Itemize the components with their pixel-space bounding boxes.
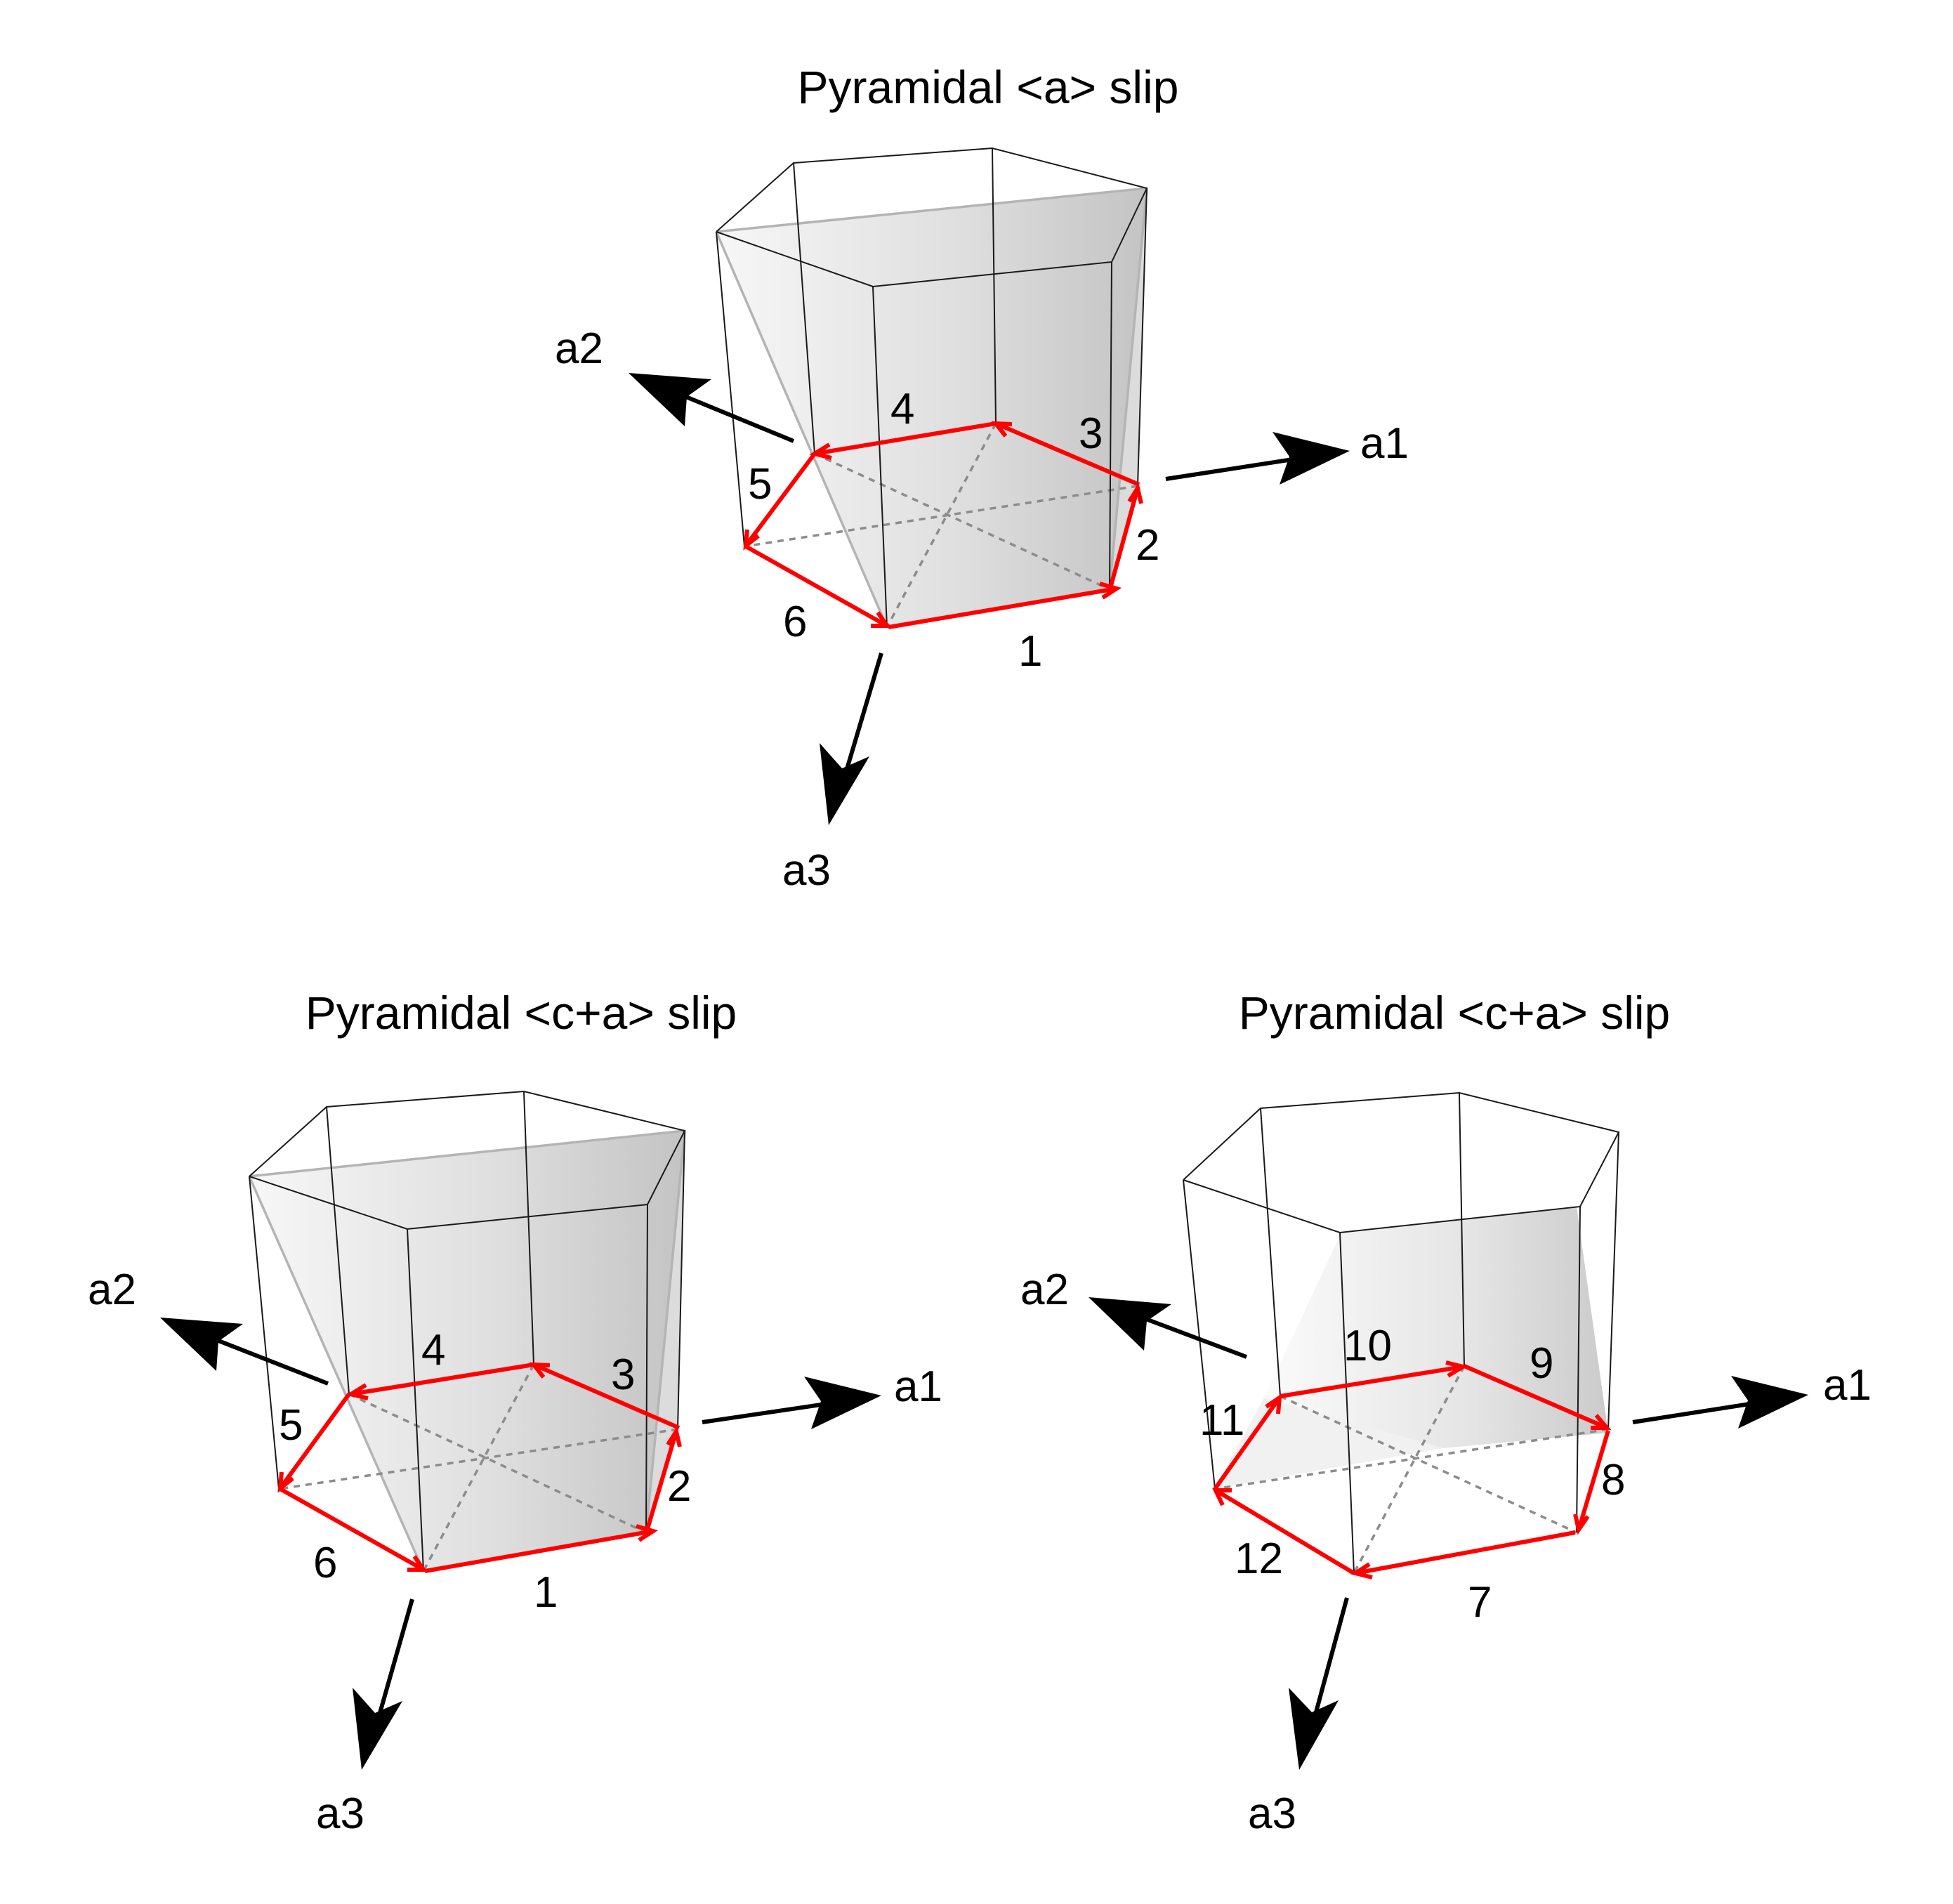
label-3: 3: [611, 1351, 635, 1399]
a1-label: a1: [894, 1363, 942, 1411]
slip-vectors: [1212, 1360, 1612, 1580]
a1-arrow: [1165, 432, 1350, 485]
vector-labels: 7 8 9 10 11 12: [1199, 1322, 1625, 1627]
a1-arrow: [702, 1377, 881, 1429]
slip-vector-12: [1212, 1488, 1355, 1575]
label-5: 5: [748, 460, 772, 508]
a2-label: a2: [1020, 1266, 1069, 1314]
slip-vector-5: [277, 1393, 351, 1493]
label-2: 2: [1136, 521, 1159, 570]
a2-arrow: [629, 373, 795, 443]
hexagonal-prism: [1183, 1091, 1620, 1574]
a3-arrow: [1289, 1597, 1349, 1770]
vector-labels: 1 2 3 4 5 6: [748, 385, 1159, 676]
label-11: 11: [1199, 1396, 1244, 1445]
label-7: 7: [1468, 1578, 1492, 1627]
slip-plane: [1264, 1207, 1608, 1448]
label-4: 4: [421, 1326, 445, 1374]
label-1: 1: [1018, 627, 1042, 676]
label-12: 12: [1235, 1535, 1283, 1583]
label-1: 1: [534, 1568, 558, 1617]
label-6: 6: [783, 598, 807, 646]
slip-vector-7: [1350, 1530, 1576, 1580]
label-10: 10: [1343, 1322, 1392, 1370]
a2-label: a2: [555, 324, 603, 373]
prism-edges: [716, 147, 1148, 628]
hidden-base-diagonals: [744, 423, 1138, 628]
a3-arrow: [353, 1598, 414, 1770]
panel-title: Pyramidal <c+a> slip: [305, 987, 737, 1039]
hidden-base-diagonals: [1214, 1365, 1609, 1574]
label-9: 9: [1530, 1339, 1553, 1388]
a1-label: a1: [1360, 419, 1409, 468]
prism-edges: [1183, 1091, 1620, 1574]
slip-vector-2: [645, 1426, 682, 1530]
prism-edges: [249, 1090, 686, 1572]
slip-vector-10: [1280, 1360, 1468, 1398]
slip-vector-9: [1463, 1364, 1612, 1430]
axis-arrows: a1 a2 a3: [88, 1266, 942, 1838]
a1-arrow: [1632, 1376, 1808, 1429]
slip-plane: [716, 188, 1147, 627]
a2-arrow: [1089, 1297, 1248, 1359]
panel-pyramidal-ca-left: Pyramidal <c+a> slip: [88, 987, 942, 1838]
panel-pyramidal-ca-right: Pyramidal <c+a> slip: [1020, 987, 1872, 1838]
axis-arrows: a1 a2 a3: [1020, 1266, 1872, 1838]
hexagonal-prism: [248, 1090, 686, 1572]
a3-label: a3: [316, 1790, 364, 1838]
label-3: 3: [1079, 409, 1103, 458]
panel-title: Pyramidal <a> slip: [798, 61, 1179, 113]
label-2: 2: [667, 1462, 691, 1511]
hidden-base-diagonals: [278, 1364, 678, 1572]
slip-vector-6: [279, 1487, 428, 1572]
a3-label: a3: [1248, 1790, 1296, 1838]
slip-vector-1: [888, 582, 1122, 629]
panel-pyramidal-a: Pyramidal <a> slip: [555, 61, 1409, 895]
axis-arrows: a1 a2 a3: [555, 324, 1409, 895]
slip-vector-2: [1109, 482, 1143, 586]
slip-vectors: [277, 1362, 682, 1573]
slip-vector-6: [744, 544, 891, 628]
panel-title: Pyramidal <c+a> slip: [1239, 987, 1670, 1039]
label-4: 4: [890, 385, 914, 433]
slip-plane-shadow: [1215, 1398, 1443, 1489]
slip-vector-1: [424, 1524, 659, 1573]
slip-vector-4: [346, 1363, 534, 1400]
a2-arrow: [160, 1318, 329, 1386]
label-5: 5: [279, 1401, 303, 1450]
vector-labels: 1 2 3 4 5 6: [279, 1326, 691, 1617]
a3-arrow: [820, 652, 883, 825]
slip-vector-11: [1213, 1393, 1282, 1490]
a1-label: a1: [1823, 1361, 1872, 1410]
slip-vector-5: [743, 452, 817, 551]
label-6: 6: [313, 1539, 337, 1587]
slip-vectors: [743, 421, 1143, 629]
slip-vector-8: [1573, 1430, 1610, 1535]
a2-label: a2: [88, 1266, 136, 1314]
slip-plane: [249, 1131, 685, 1571]
a3-label: a3: [782, 846, 831, 895]
hexagonal-prism: [715, 147, 1148, 628]
label-8: 8: [1601, 1456, 1625, 1504]
